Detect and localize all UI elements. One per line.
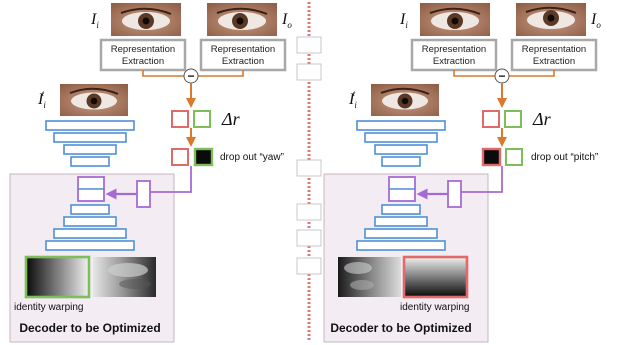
- injected-code-box: [447, 180, 462, 208]
- extraction-box-right: [510, 38, 598, 72]
- delta-label: Δr: [532, 109, 552, 129]
- decoder-title: Decoder to be Optimized: [330, 321, 471, 335]
- panel-separator: [296, 2, 322, 342]
- extraction-box-left: [410, 38, 498, 72]
- output-image-label: Io: [590, 11, 601, 30]
- injected-code-box: [136, 180, 151, 208]
- encoder-layer-2: [53, 132, 127, 143]
- output-eye-image: [207, 3, 277, 36]
- code-injection-line: [461, 166, 503, 193]
- predicted-warp-map: [93, 257, 156, 297]
- delta-code-green: [504, 110, 522, 128]
- extraction-box-right: [199, 38, 287, 72]
- decoder-layer-3: [364, 228, 438, 239]
- extraction-right-line1: Representation: [522, 44, 586, 55]
- decoder-layer-2: [374, 216, 428, 227]
- extraction-right-line1: Representation: [211, 44, 275, 55]
- decoder-layer-3: [53, 228, 127, 239]
- connector-right: [509, 70, 555, 77]
- encoder-layer-4: [381, 156, 421, 167]
- decoder-network: [356, 120, 446, 251]
- output-image-label: Io: [281, 11, 292, 30]
- warped-eye-image: [371, 84, 439, 116]
- delta-label: Δr: [221, 109, 241, 129]
- input-image-label: Ii: [399, 11, 408, 30]
- extraction-right-line2: Extraction: [533, 56, 575, 67]
- encoder-layer-1: [45, 120, 135, 131]
- extraction-right-line2: Extraction: [222, 56, 264, 67]
- panel-pitch: Ii Io Representation Extraction Represen…: [323, 3, 601, 343]
- extraction-left-line1: Representation: [422, 44, 486, 55]
- extraction-left-line1: Representation: [111, 44, 175, 55]
- predicted-warp-map: [338, 257, 401, 297]
- panel-yaw: Ii Io Representation Extraction Represen…: [9, 3, 292, 343]
- input-eye-image: [420, 3, 490, 36]
- subtract-symbol: −: [498, 69, 505, 83]
- connector-left: [142, 70, 184, 77]
- warped-image-label: Iit: [37, 89, 46, 110]
- decoder-layer-4: [45, 240, 135, 251]
- warped-eye-image: [60, 84, 128, 116]
- encoder-layer-3: [374, 144, 428, 155]
- decoder-layer-4: [356, 240, 446, 251]
- encoder-layer-1: [356, 120, 446, 131]
- dropout-code-red: [171, 148, 189, 166]
- output-eye-image: [516, 3, 586, 36]
- decoder-layer-2: [63, 216, 117, 227]
- identity-warp-map: [24, 255, 91, 299]
- delta-code-green: [193, 110, 211, 128]
- dropout-caption: drop out “pitch”: [531, 152, 598, 163]
- delta-code-red: [482, 110, 500, 128]
- delta-code-red: [171, 110, 189, 128]
- dropout-caption: drop out “yaw”: [220, 152, 284, 163]
- decoder-network: [45, 120, 135, 251]
- decoder-layer-1: [381, 204, 421, 215]
- extraction-left-line2: Extraction: [122, 56, 164, 67]
- dropout-code-red-dropped: [481, 147, 502, 167]
- encoder-layer-4: [70, 156, 110, 167]
- input-eye-image: [111, 3, 181, 36]
- input-image-label: Ii: [90, 11, 99, 30]
- subtract-symbol: −: [187, 69, 194, 83]
- connector-right: [198, 70, 244, 77]
- decoder-layer-1: [70, 204, 110, 215]
- code-injection-line: [150, 166, 192, 193]
- decoder-title: Decoder to be Optimized: [19, 321, 160, 335]
- extraction-left-line2: Extraction: [433, 56, 475, 67]
- encoder-layer-2: [364, 132, 438, 143]
- dropout-code-green: [505, 148, 523, 166]
- identity-warping-caption: identity warping: [400, 302, 469, 313]
- dropout-code-green-dropped: [193, 147, 214, 167]
- identity-warp-map: [402, 255, 469, 299]
- encoder-layer-3: [63, 144, 117, 155]
- connector-left: [453, 70, 495, 77]
- identity-warping-caption: identity warping: [14, 302, 83, 313]
- warped-image-label: Iit: [348, 89, 357, 110]
